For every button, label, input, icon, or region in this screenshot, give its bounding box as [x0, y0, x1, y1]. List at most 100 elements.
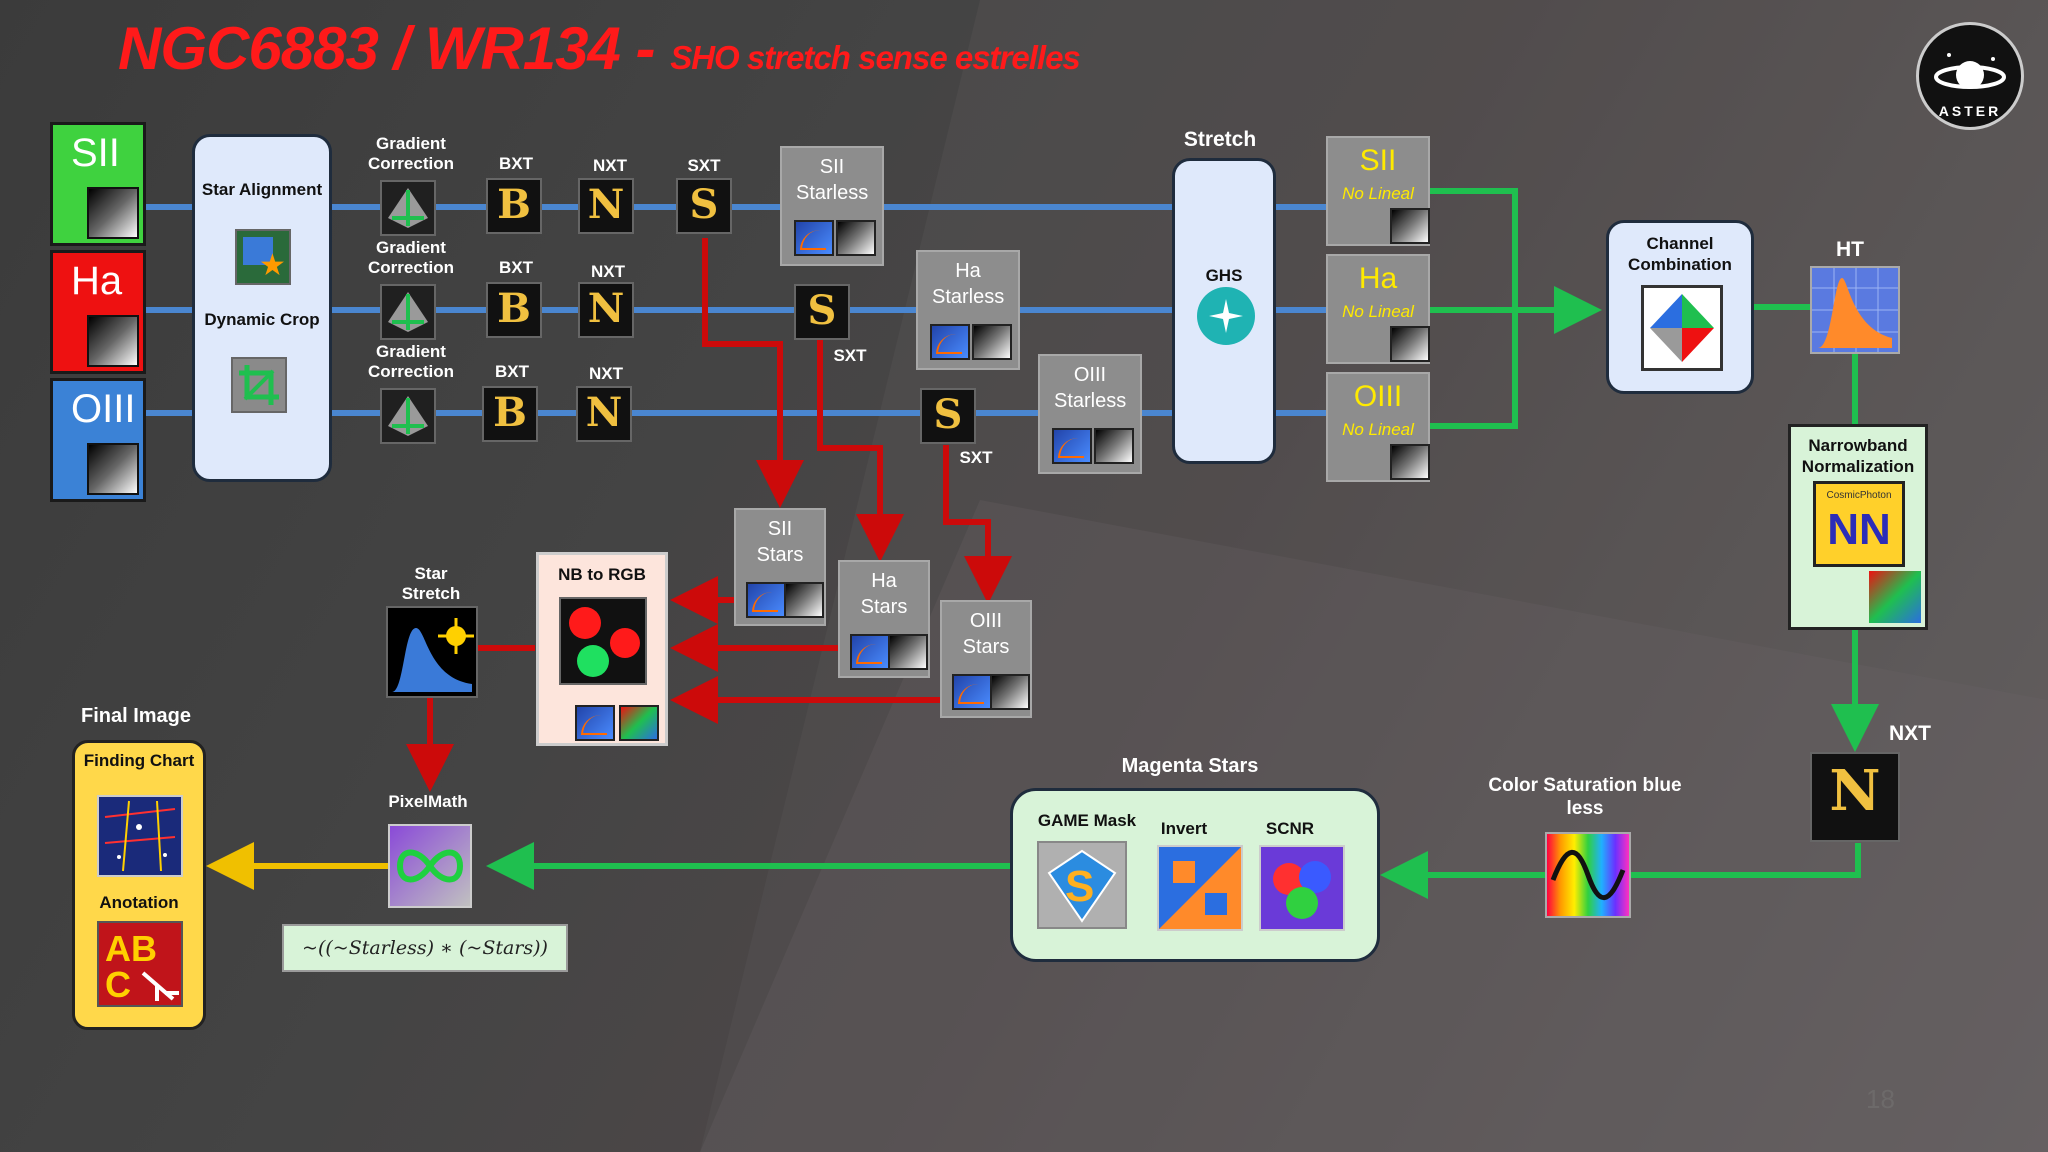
- pixelmath-label: PixelMath: [388, 792, 468, 811]
- sxt-icon[interactable]: S: [920, 388, 976, 444]
- bxt-icon[interactable]: B: [486, 282, 542, 338]
- oiii-starless-label: OIII Starless: [1054, 364, 1127, 412]
- svg-text:S: S: [1065, 862, 1094, 911]
- ha-nolineal-box[interactable]: Ha No Lineal: [1326, 254, 1430, 364]
- nn-panel[interactable]: Narrowband Normalization CosmicPhoton NN: [1788, 424, 1928, 630]
- ha-starless-box[interactable]: Ha Starless: [916, 250, 1020, 370]
- sxt-label-3: SXT: [959, 448, 993, 467]
- color-gradient-thumbnail: [619, 705, 659, 741]
- curve-thumbnail: [952, 674, 992, 710]
- nxt-final-label: NXT: [1889, 722, 1931, 745]
- sii-label: SII: [71, 131, 120, 175]
- oiii-nolineal-box[interactable]: OIII No Lineal: [1326, 372, 1430, 482]
- nb-to-rgb-icon[interactable]: [559, 597, 647, 685]
- final-image-label: Final Image: [80, 705, 192, 727]
- magenta-stars-panel[interactable]: GAME Mask Invert SCNR S: [1010, 788, 1380, 962]
- gradient-thumbnail: [1390, 326, 1430, 362]
- title-sub: SHO stretch sense estrelles: [670, 39, 1081, 76]
- ha-label: Ha: [71, 259, 123, 303]
- sii-channel-tile[interactable]: SII: [50, 122, 146, 246]
- oiii-nolineal-text: No Lineal: [1342, 420, 1414, 439]
- slide-title: NGC6883 / WR134 - SHO stretch sense estr…: [118, 14, 1081, 83]
- star-stretch-label: Star Stretch: [401, 564, 461, 603]
- finding-chart-icon[interactable]: [97, 795, 183, 877]
- ha-stars-box[interactable]: Ha Stars: [838, 560, 930, 678]
- sii-stars-box[interactable]: SII Stars: [734, 508, 826, 626]
- stretch-panel[interactable]: GHS: [1172, 158, 1276, 464]
- oiii-stars-box[interactable]: OIII Stars: [940, 600, 1032, 718]
- gradient-thumbnail: [972, 324, 1012, 360]
- nb-to-rgb-label: NB to RGB: [558, 565, 646, 584]
- oiii-channel-tile[interactable]: OIII: [50, 378, 146, 502]
- ghs-icon[interactable]: [1195, 285, 1257, 347]
- sxt-label-1: SXT: [687, 156, 721, 175]
- oiii-stars-label: OIII Stars: [962, 610, 1010, 658]
- pixelmath-formula: ~((~Starless) ∗ (~Stars)): [282, 924, 568, 972]
- gradient-thumbnail: [836, 220, 876, 256]
- crop-icon[interactable]: [231, 357, 287, 413]
- stretch-label: Stretch: [1183, 128, 1257, 151]
- magenta-stars-label: Magenta Stars: [1121, 755, 1259, 777]
- channel-combination-panel[interactable]: Channel Combination: [1606, 220, 1754, 394]
- gradient-correction-icon[interactable]: [380, 284, 436, 340]
- game-mask-icon[interactable]: S: [1037, 841, 1127, 929]
- logo-text: ASTER: [1938, 103, 2002, 119]
- channel-combination-icon[interactable]: [1641, 285, 1723, 371]
- gradient-thumbnail: [87, 443, 139, 495]
- curve-thumbnail: [1052, 428, 1092, 464]
- invert-icon[interactable]: [1157, 845, 1243, 931]
- nxt-icon[interactable]: N: [576, 386, 632, 442]
- sxt-icon[interactable]: S: [794, 284, 850, 340]
- sii-starless-label: SII Starless: [796, 156, 869, 204]
- sii-nolineal-channel: SII: [1359, 144, 1397, 177]
- gradient-thumbnail: [784, 582, 824, 618]
- oiii-label: OIII: [71, 387, 136, 431]
- nxt-icon[interactable]: N: [578, 282, 634, 338]
- gradient-correction-icon[interactable]: [380, 388, 436, 444]
- title-main: NGC6883 / WR134 -: [118, 15, 671, 82]
- nb-to-rgb-panel[interactable]: NB to RGB: [536, 552, 668, 746]
- gradient-thumbnail: [87, 315, 139, 367]
- sii-starless-box[interactable]: SII Starless: [780, 146, 884, 266]
- ht-histogram-icon[interactable]: [1810, 266, 1900, 354]
- sii-nolineal-box[interactable]: SII No Lineal: [1326, 136, 1430, 246]
- invert-label: Invert: [1160, 819, 1208, 838]
- curve-thumbnail: [850, 634, 890, 670]
- nn-label: Narrowband Normalization: [1801, 436, 1915, 476]
- sxt-label-2: SXT: [833, 346, 867, 365]
- curve-thumbnail: [746, 582, 786, 618]
- scnr-icon[interactable]: [1259, 845, 1345, 931]
- alignment-crop-panel[interactable]: Star Alignment ★ Dynamic Crop: [192, 134, 332, 482]
- sxt-icon[interactable]: S: [676, 178, 732, 234]
- nn-icon[interactable]: CosmicPhoton NN: [1813, 481, 1905, 567]
- svg-text:AB: AB: [105, 928, 157, 969]
- star-alignment-label: Star Alignment: [201, 180, 323, 199]
- ha-starless-label: Ha Starless: [932, 260, 1005, 308]
- nxt-label-3: NXT: [589, 364, 623, 383]
- bxt-icon[interactable]: B: [486, 178, 542, 234]
- color-saturation-icon[interactable]: [1545, 832, 1631, 918]
- ha-nolineal-text: No Lineal: [1342, 302, 1414, 321]
- color-saturation-label: Color Saturation blue less: [1488, 775, 1682, 819]
- aster-logo: ASTER: [1916, 22, 2024, 130]
- nxt-icon[interactable]: N: [1810, 752, 1900, 842]
- finding-chart-label: Finding Chart: [83, 751, 195, 770]
- ha-channel-tile[interactable]: Ha: [50, 250, 146, 374]
- anotation-label: Anotation: [99, 893, 179, 912]
- oiii-starless-box[interactable]: OIII Starless: [1038, 354, 1142, 474]
- bxt-label-3: BXT: [495, 362, 529, 381]
- gradient-correction-icon[interactable]: [380, 180, 436, 236]
- bxt-icon[interactable]: B: [482, 386, 538, 442]
- star-stretch-icon[interactable]: [386, 606, 478, 698]
- bxt-label-1: BXT: [499, 154, 533, 173]
- nxt-icon[interactable]: N: [578, 178, 634, 234]
- pixelmath-icon[interactable]: [388, 824, 472, 908]
- scnr-label: SCNR: [1265, 819, 1315, 838]
- saturn-icon: [1934, 53, 2006, 89]
- star-alignment-icon[interactable]: ★: [235, 229, 291, 285]
- color-gradient-thumbnail: [1869, 571, 1921, 623]
- oiii-nolineal-channel: OIII: [1353, 380, 1403, 413]
